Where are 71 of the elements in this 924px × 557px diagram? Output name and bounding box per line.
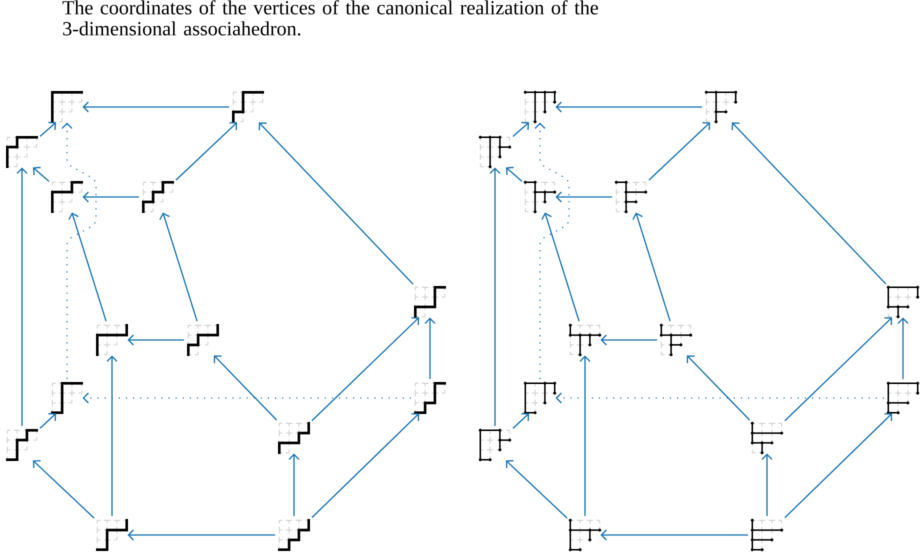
lattice-path-icon <box>232 91 264 123</box>
caption: The coordinates of the vertices of the canonical realization of the 3-dimensional associahedron. <box>62 0 598 36</box>
arrow <box>632 212 671 322</box>
arrow <box>258 122 414 285</box>
arrow <box>686 355 750 421</box>
arrow <box>762 454 772 516</box>
lattice-path-icon <box>278 422 310 454</box>
arrow <box>128 334 184 346</box>
tree-icon <box>568 324 602 356</box>
lattice-path-icon <box>187 324 220 356</box>
arrow <box>424 318 436 379</box>
lattice-path-icon <box>96 519 128 551</box>
arrow <box>106 356 118 516</box>
arrow <box>32 166 50 182</box>
arrow <box>512 122 530 137</box>
arrow <box>600 334 657 346</box>
arrow <box>784 317 892 422</box>
arrow <box>32 460 95 519</box>
arrow <box>128 530 275 540</box>
arrow <box>311 413 420 518</box>
arrow <box>784 413 892 518</box>
lattice-path-icon <box>414 382 446 414</box>
arrow <box>556 102 702 112</box>
arrow <box>68 212 107 322</box>
dotted-arrow <box>82 392 411 404</box>
tree-icon <box>614 180 648 214</box>
lattice-path-icon <box>96 324 128 356</box>
lattice-path-icon <box>6 429 38 461</box>
arrow <box>506 166 522 182</box>
arrow <box>159 212 198 322</box>
arrow <box>512 413 530 429</box>
arrow <box>82 102 229 112</box>
arrow <box>82 192 139 202</box>
arrow <box>898 318 908 379</box>
lattice-path-icon <box>51 382 83 414</box>
tree-icon <box>478 136 512 168</box>
lattice-path-icon <box>6 136 38 168</box>
arrow <box>311 317 420 422</box>
arrow <box>490 168 500 426</box>
lattice-path-icon <box>51 91 83 123</box>
arrow <box>40 413 56 429</box>
lattice-path-icon <box>51 181 83 213</box>
arrow <box>600 530 748 540</box>
tree-icon <box>478 428 512 462</box>
tree-icon <box>704 90 738 124</box>
arrow <box>732 122 886 285</box>
arrow <box>175 122 238 181</box>
arrow <box>214 355 278 421</box>
arrow <box>506 460 568 519</box>
arrow <box>40 122 56 137</box>
arrow <box>556 192 612 202</box>
tree-icon <box>750 518 784 552</box>
tree-icon <box>660 324 692 356</box>
dotted-arrow <box>534 122 570 379</box>
arrow <box>288 454 300 516</box>
tree-icon <box>568 518 602 552</box>
tree-icon <box>886 382 920 414</box>
lattice-path-icon <box>414 286 446 318</box>
tree-icon <box>524 90 556 124</box>
tree-icon <box>886 286 920 318</box>
tree-icon <box>750 422 784 454</box>
tree-icon <box>524 180 556 214</box>
lattice-path-icon <box>142 181 174 213</box>
lattice-path-icon <box>278 519 310 551</box>
arrow <box>541 212 580 322</box>
tree-icon <box>524 382 556 414</box>
arrow <box>580 356 590 516</box>
dotted-arrow <box>62 122 97 379</box>
arrow <box>648 122 710 181</box>
arrow <box>16 168 28 426</box>
dotted-arrow <box>556 392 884 404</box>
